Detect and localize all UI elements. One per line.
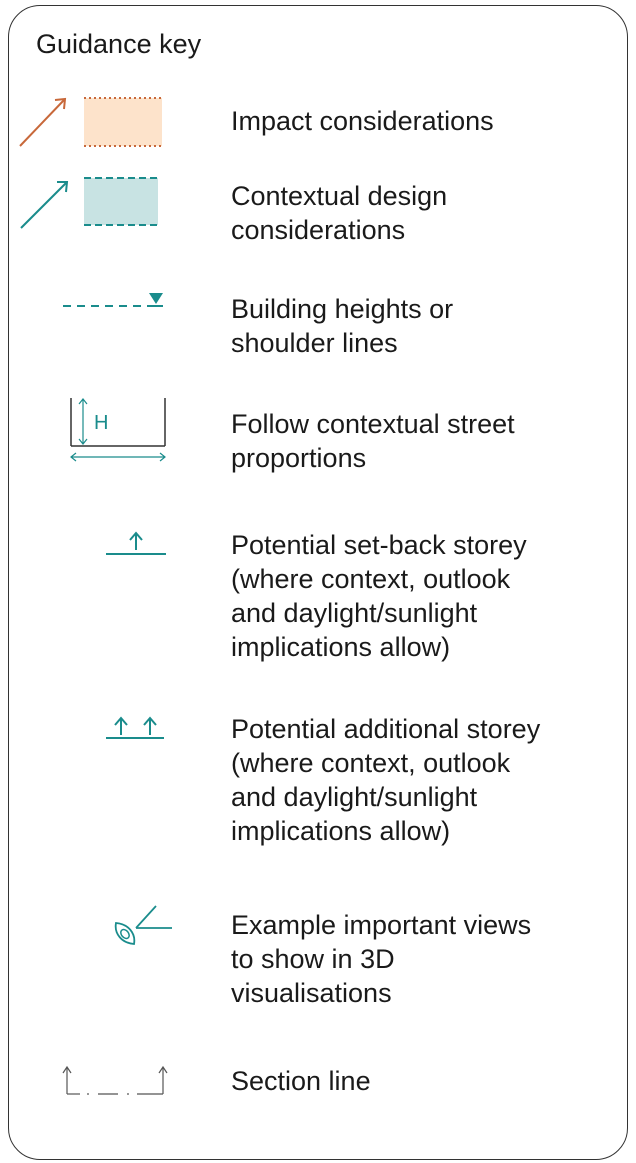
key-label-building-heights: Building heights or shoulder lines — [231, 294, 454, 358]
key-label-setback-storey: Potential set-back storey (where context… — [231, 530, 527, 662]
key-label-important-views: Example important views to show in 3D vi… — [231, 910, 532, 1008]
key-label-impact: Impact considerations — [231, 106, 494, 136]
setback-storey-icon — [106, 531, 166, 555]
impact-arrow-box-icon — [19, 97, 162, 147]
key-label-section-line: Section line — [231, 1066, 371, 1096]
contextual-arrow-box-icon — [20, 177, 158, 229]
guidance-key-panel — [8, 5, 628, 1160]
key-label-additional-storey: Potential additional storey (where conte… — [231, 714, 541, 846]
key-title: Guidance key — [36, 29, 202, 59]
key-label-contextual: Contextual design considerations — [231, 181, 448, 245]
additional-storey-icon — [106, 716, 164, 739]
key-label-street-proportions: Follow contextual street proportions — [231, 409, 515, 473]
street-proportion-height-label: H — [94, 412, 108, 434]
eye-view-icon — [114, 905, 172, 945]
dashed-height-line-icon — [63, 293, 163, 307]
section-line-icon — [62, 1065, 168, 1095]
street-proportion-icon: H — [70, 398, 166, 462]
